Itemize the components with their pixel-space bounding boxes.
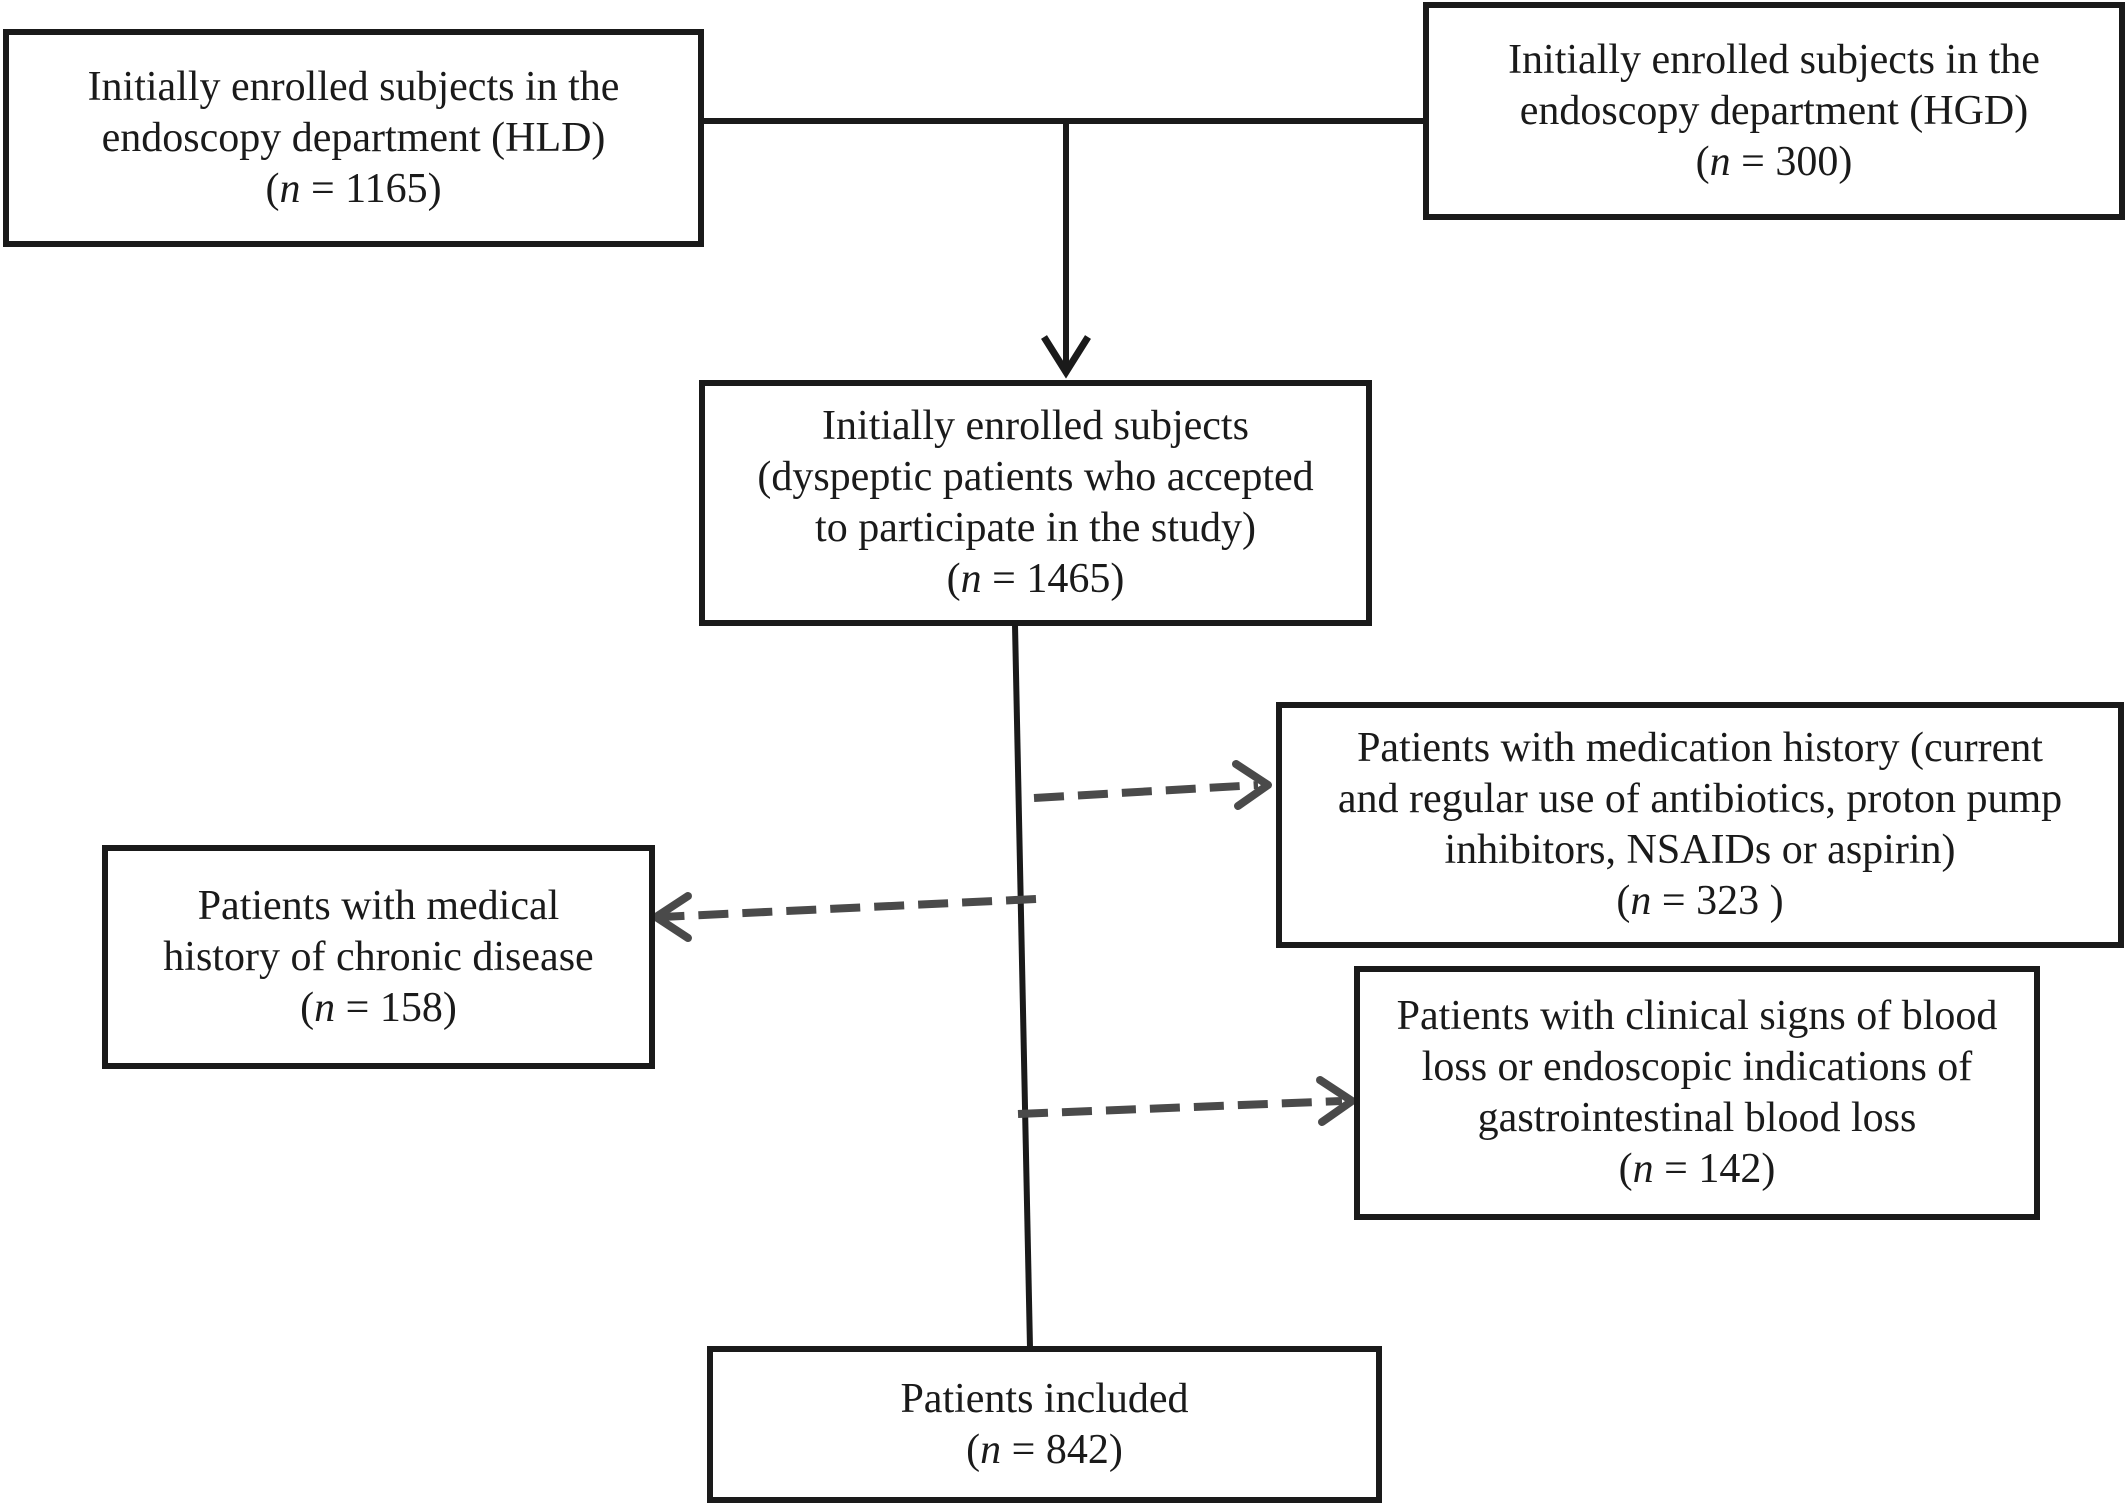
box-medication-line-1: Patients with medication history (curren… bbox=[1357, 725, 2043, 771]
box-excluded-chronic-disease: Patients with medical history of chronic… bbox=[102, 845, 655, 1069]
box-bloodloss-count: (n = 142) bbox=[1618, 1146, 1776, 1192]
merge-down-arrowhead bbox=[1041, 335, 1091, 379]
box-chronic-line-2: history of chronic disease bbox=[163, 933, 594, 980]
box-initially-enrolled: Initially enrolled subjects (dyspeptic p… bbox=[699, 380, 1372, 626]
box-hgd-line-1: Initially enrolled subjects in the bbox=[1508, 36, 2040, 83]
box-hgd-count: (n = 300) bbox=[1695, 138, 1853, 185]
box-hgd-enrolled: Initially enrolled subjects in the endos… bbox=[1423, 2, 2125, 220]
box-hld-count: (n = 1165) bbox=[265, 165, 442, 212]
box-chronic-line-1: Patients with medical bbox=[197, 882, 560, 929]
box-enrolled-line-3: to participate in the study) bbox=[815, 505, 1256, 551]
box-enrolled-count: (n = 1465) bbox=[946, 556, 1125, 602]
box-included-count: (n = 842) bbox=[966, 1426, 1123, 1473]
box-bloodloss-line-2: loss or endoscopic indications of bbox=[1421, 1044, 1973, 1090]
box-medication-line-2: and regular use of antibiotics, proton p… bbox=[1337, 776, 2063, 822]
exclusion-arrow-bloodloss bbox=[1017, 1097, 1343, 1118]
box-excluded-blood-loss: Patients with clinical signs of blood lo… bbox=[1354, 966, 2040, 1220]
main-trunk-line bbox=[1012, 624, 1033, 1349]
exclusion-arrow-medication bbox=[1033, 781, 1259, 802]
box-included-line-1: Patients included bbox=[900, 1375, 1189, 1422]
box-bloodloss-line-3: gastrointestinal blood loss bbox=[1477, 1095, 1917, 1141]
exclusion-arrowhead-bloodloss bbox=[1316, 1076, 1356, 1126]
box-chronic-count: (n = 158) bbox=[300, 984, 457, 1031]
box-enrolled-line-2: (dyspeptic patients who accepted bbox=[757, 454, 1314, 500]
box-enrolled-line-1: Initially enrolled subjects bbox=[822, 403, 1249, 449]
exclusion-arrow-chronic bbox=[661, 895, 1037, 921]
box-patients-included: Patients included (n = 842) bbox=[707, 1346, 1382, 1503]
box-medication-count: (n = 323 ) bbox=[1616, 878, 1784, 924]
box-hld-line-1: Initially enrolled subjects in the bbox=[87, 63, 620, 110]
box-hld-enrolled: Initially enrolled subjects in the endos… bbox=[3, 29, 704, 247]
box-bloodloss-line-1: Patients with clinical signs of blood bbox=[1396, 993, 1998, 1039]
exclusion-arrowhead-medication bbox=[1232, 760, 1272, 810]
box-medication-line-3: inhibitors, NSAIDs or aspirin) bbox=[1444, 827, 1956, 873]
exclusion-arrowhead-chronic bbox=[652, 892, 692, 942]
box-excluded-medication: Patients with medication history (curren… bbox=[1276, 702, 2124, 948]
box-hld-line-2: endoscopy department (HLD) bbox=[101, 114, 606, 161]
box-hgd-line-2: endoscopy department (HGD) bbox=[1519, 87, 2029, 134]
